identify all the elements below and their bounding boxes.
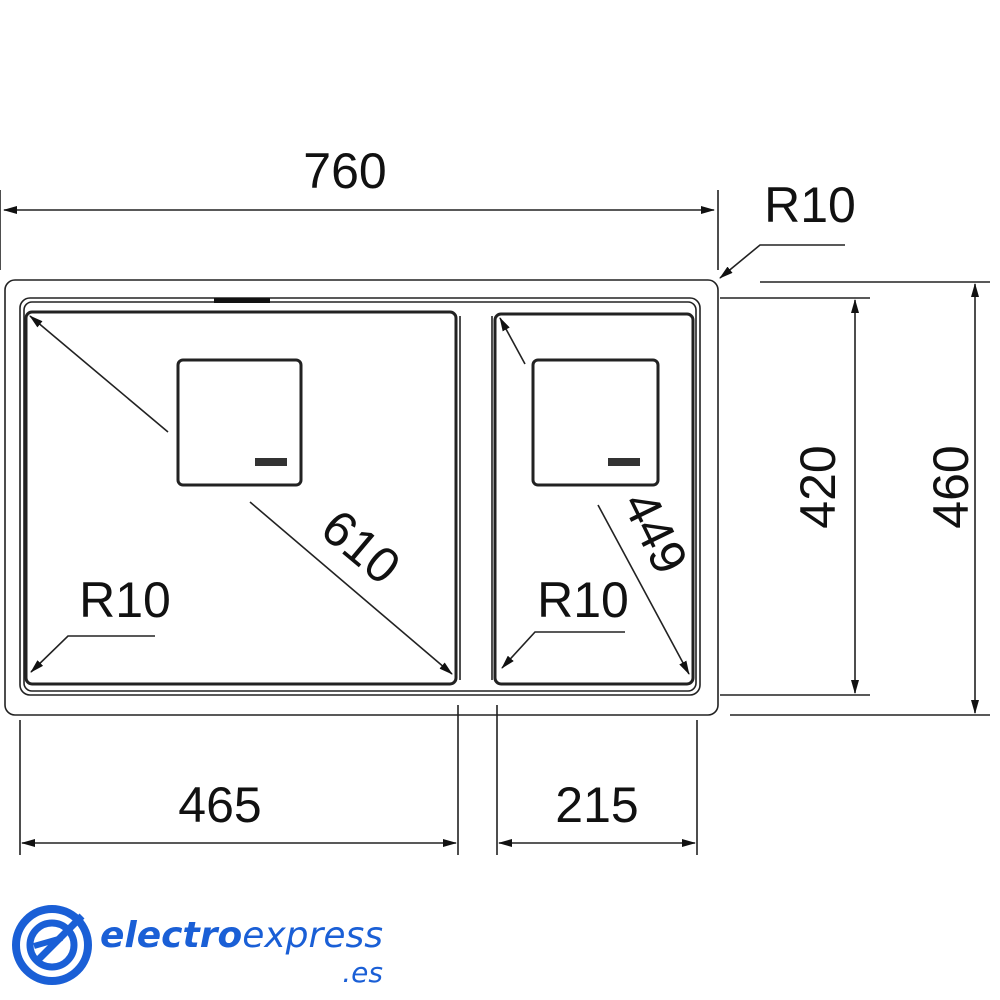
logo-text-light: express: [242, 915, 383, 956]
left-bowl: [24, 310, 458, 686]
left-overflow: [255, 458, 287, 466]
svg-text:420: 420: [790, 445, 846, 528]
dim-left-bowl-width: 465: [19, 705, 459, 855]
left-drain: [176, 358, 303, 487]
electroexpress-logo: electroexpress .es: [100, 916, 383, 988]
dim-right-radius: R10: [501, 572, 629, 669]
svg-text:R10: R10: [79, 572, 171, 628]
dim-inner-depth: 420: [720, 297, 870, 696]
svg-text:460: 460: [923, 445, 979, 528]
svg-text:760: 760: [303, 143, 386, 199]
logo-text-bold: electro: [100, 915, 243, 956]
right-drain: [531, 358, 660, 487]
svg-text:465: 465: [178, 777, 261, 833]
dim-outer-radius: R10: [719, 177, 856, 279]
right-overflow: [608, 458, 640, 466]
svg-text:449: 449: [612, 483, 699, 583]
svg-text:215: 215: [555, 777, 638, 833]
logo-tld: .es: [342, 956, 383, 989]
dim-right-bowl-width: 215: [496, 705, 698, 855]
svg-text:R10: R10: [764, 177, 856, 233]
right-bowl: [493, 312, 695, 686]
divider: [459, 316, 493, 680]
svg-text:610: 610: [311, 499, 411, 596]
dim-total-depth: 460: [730, 281, 990, 716]
svg-text:R10: R10: [537, 572, 629, 628]
dim-total-width: 760: [0, 143, 719, 270]
logo-icon: [12, 905, 92, 985]
sink-outline: [4, 279, 719, 716]
logo-wordmark: electroexpress: [100, 916, 383, 956]
dim-left-radius: R10: [30, 572, 171, 673]
